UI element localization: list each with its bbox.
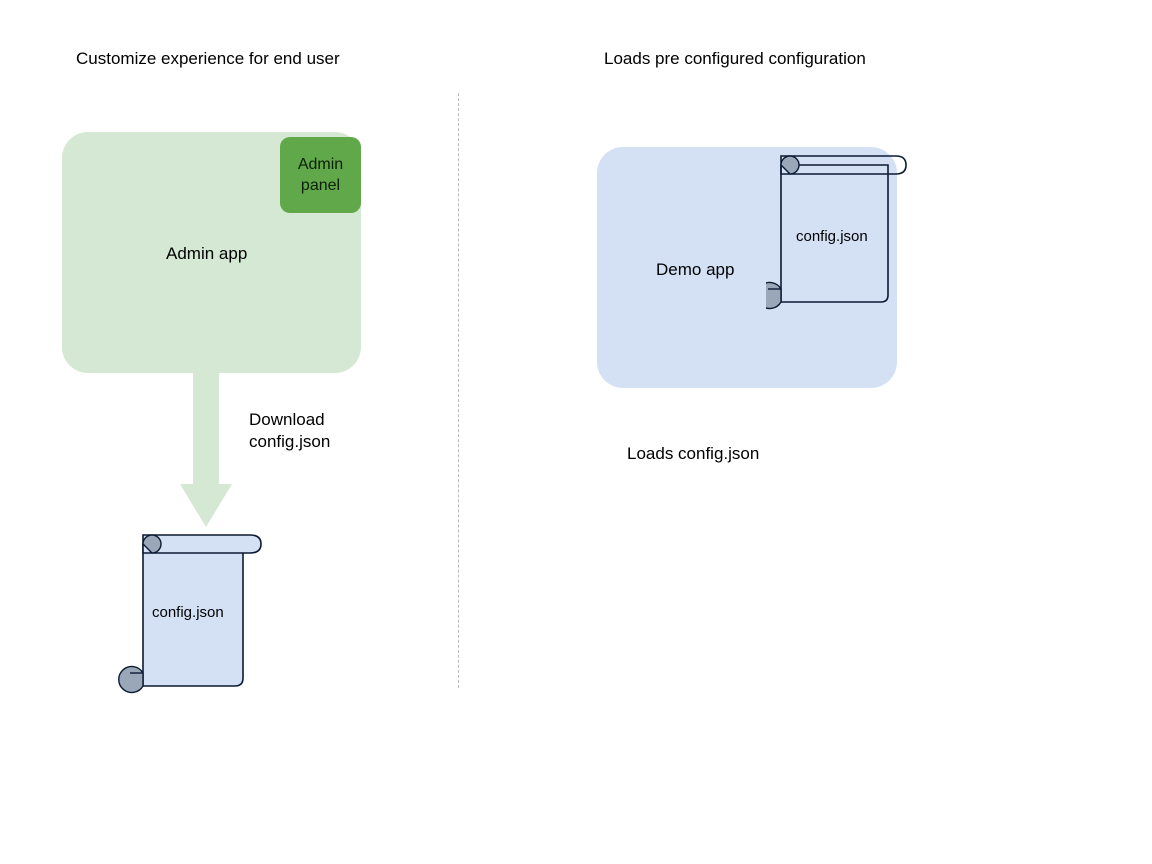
admin-panel-label: Admin panel xyxy=(297,156,344,194)
vertical-dashed-divider xyxy=(458,93,459,688)
download-arrow-label: Download config.json xyxy=(249,410,331,451)
config-json-document-left[interactable] xyxy=(116,526,276,694)
demo-app-box[interactable] xyxy=(597,147,897,388)
admin-panel-box[interactable]: Admin panel xyxy=(280,137,361,213)
demo-app-label: Demo app xyxy=(656,260,735,279)
heading-left: Customize experience for end user xyxy=(76,49,340,68)
config-json-label-left: config.json xyxy=(152,604,224,621)
config-json-document-right[interactable] xyxy=(766,150,916,312)
download-arrow-icon xyxy=(180,366,232,527)
loads-config-caption: Loads config.json xyxy=(627,444,760,463)
admin-app-label: Admin app xyxy=(166,244,248,263)
heading-right: Loads pre configured configuration xyxy=(604,49,866,68)
config-json-label-right: config.json xyxy=(796,228,868,245)
